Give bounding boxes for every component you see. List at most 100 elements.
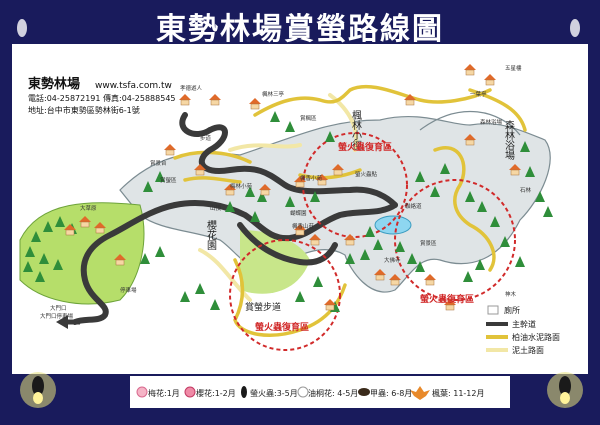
building-icon [115, 259, 125, 266]
area-label-maple: 楓林小徑 [350, 109, 362, 150]
spot-label: 大草原 [80, 204, 97, 212]
building-icon [444, 299, 456, 305]
building-icon [64, 224, 76, 230]
tree-icon [490, 216, 500, 227]
plum-blossom-icon [136, 386, 148, 398]
building-icon [317, 179, 327, 186]
tree-icon [325, 131, 335, 142]
building-icon [316, 174, 328, 180]
tree-icon [395, 241, 405, 252]
spot-label: 賞螢區 [160, 176, 177, 184]
building-icon [260, 189, 270, 196]
building-icon [332, 164, 344, 170]
season-legend-text: 梅花:1月 櫻花:1-2月 螢火蟲:3-5月 油桐花: 4-5月 甲蟲: 6-8… [130, 380, 510, 406]
building-icon [374, 269, 386, 275]
spot-label: 森林浴場 [480, 118, 503, 126]
building-icon [195, 169, 205, 176]
tree-icon [31, 231, 41, 242]
tree-icon [520, 141, 530, 152]
building-icon [375, 274, 385, 281]
tree-icon [535, 191, 545, 202]
spot-label: 停車場 [120, 286, 137, 294]
toilet-icon [487, 305, 499, 315]
building-icon [65, 229, 75, 236]
tree-icon [225, 201, 235, 212]
spot-label: 賞景區 [420, 239, 437, 247]
tree-icon [39, 253, 49, 264]
spot-label: 步道 [200, 134, 212, 142]
firefly-icon [570, 19, 580, 37]
building-icon [179, 94, 191, 100]
firefly-icon [547, 372, 583, 408]
tree-icon [257, 191, 267, 202]
legend-maple: 楓葉: 11-12月 [432, 389, 485, 398]
tree-icon [270, 111, 280, 122]
building-icon [485, 79, 495, 86]
tree-icon [180, 291, 190, 302]
dirt-road [198, 93, 359, 302]
building-icon [405, 99, 415, 106]
tree-icon [430, 186, 440, 197]
main-road [72, 112, 398, 325]
building-icon [250, 103, 260, 110]
season-legend [136, 386, 430, 400]
tree-icon [53, 259, 63, 270]
tree-icon [285, 196, 295, 207]
tree-icon [440, 163, 450, 174]
tree-icon [373, 239, 383, 250]
tree-icon [313, 276, 323, 287]
area-label-cherry: 櫻花園 [205, 219, 217, 251]
building-icon [324, 299, 336, 305]
building-icon [95, 227, 105, 234]
building-icon [465, 139, 475, 146]
spot-label: 山頂 [210, 204, 222, 212]
tree-icon [345, 253, 355, 264]
tree-icon [543, 206, 553, 217]
pond [374, 215, 412, 235]
tree-icon [210, 299, 220, 310]
legend-asphalt: 柏油水泥路面 [512, 332, 560, 342]
building-group [64, 64, 521, 311]
tree-icon [475, 259, 485, 270]
building-icon [79, 216, 91, 222]
building-icon [510, 169, 520, 176]
building-icon [249, 98, 261, 104]
info-website: www.tsfa.com.tw [95, 81, 172, 91]
tree-icon [310, 191, 320, 202]
building-icon [425, 279, 435, 286]
spot-label: 神木 [505, 290, 517, 298]
info-phone: 電話:04-25872191 傳真:04-25888545 [28, 93, 176, 103]
building-icon [390, 279, 400, 286]
building-icon [424, 274, 436, 280]
building-icon [333, 169, 343, 176]
spot-label: 聯絡道 [405, 202, 422, 210]
spot-label: 楓林三亭 [262, 90, 285, 98]
spot-label: 大門口 [50, 304, 67, 312]
building-icon [224, 184, 236, 190]
building-icon [325, 304, 335, 311]
firefly-icon [20, 372, 56, 408]
building-icon [509, 164, 521, 170]
restoration-label: 螢火蟲復育區 [420, 293, 474, 305]
cherry-blossom-icon [184, 386, 196, 398]
tree-icon [155, 171, 165, 182]
spot-label: 梅林小苑 [230, 182, 253, 190]
label-group: 孝德遊人楓林三亭五星樓一葉亭步道螢火蟲點楓香小苑梅林小苑賞螢區蝴蝶園大門口大草原… [40, 64, 532, 320]
building-icon [194, 164, 206, 170]
tree-icon [415, 171, 425, 182]
tree-icon [285, 121, 295, 132]
tree-icon [195, 283, 205, 294]
restoration-label: 螢火蟲復育區 [338, 141, 392, 153]
building-icon [225, 189, 235, 196]
building-icon [445, 304, 455, 311]
building-icon [294, 224, 306, 230]
building-icon [165, 149, 175, 156]
building-icon [209, 94, 221, 100]
restoration-zone [394, 179, 516, 301]
tree-icon [365, 226, 375, 237]
tree-icon [55, 216, 65, 227]
tung-flower-icon [297, 386, 309, 398]
tree-icon [477, 201, 487, 212]
legend-dirt: 泥土路面 [512, 345, 544, 355]
building-icon [80, 221, 90, 228]
